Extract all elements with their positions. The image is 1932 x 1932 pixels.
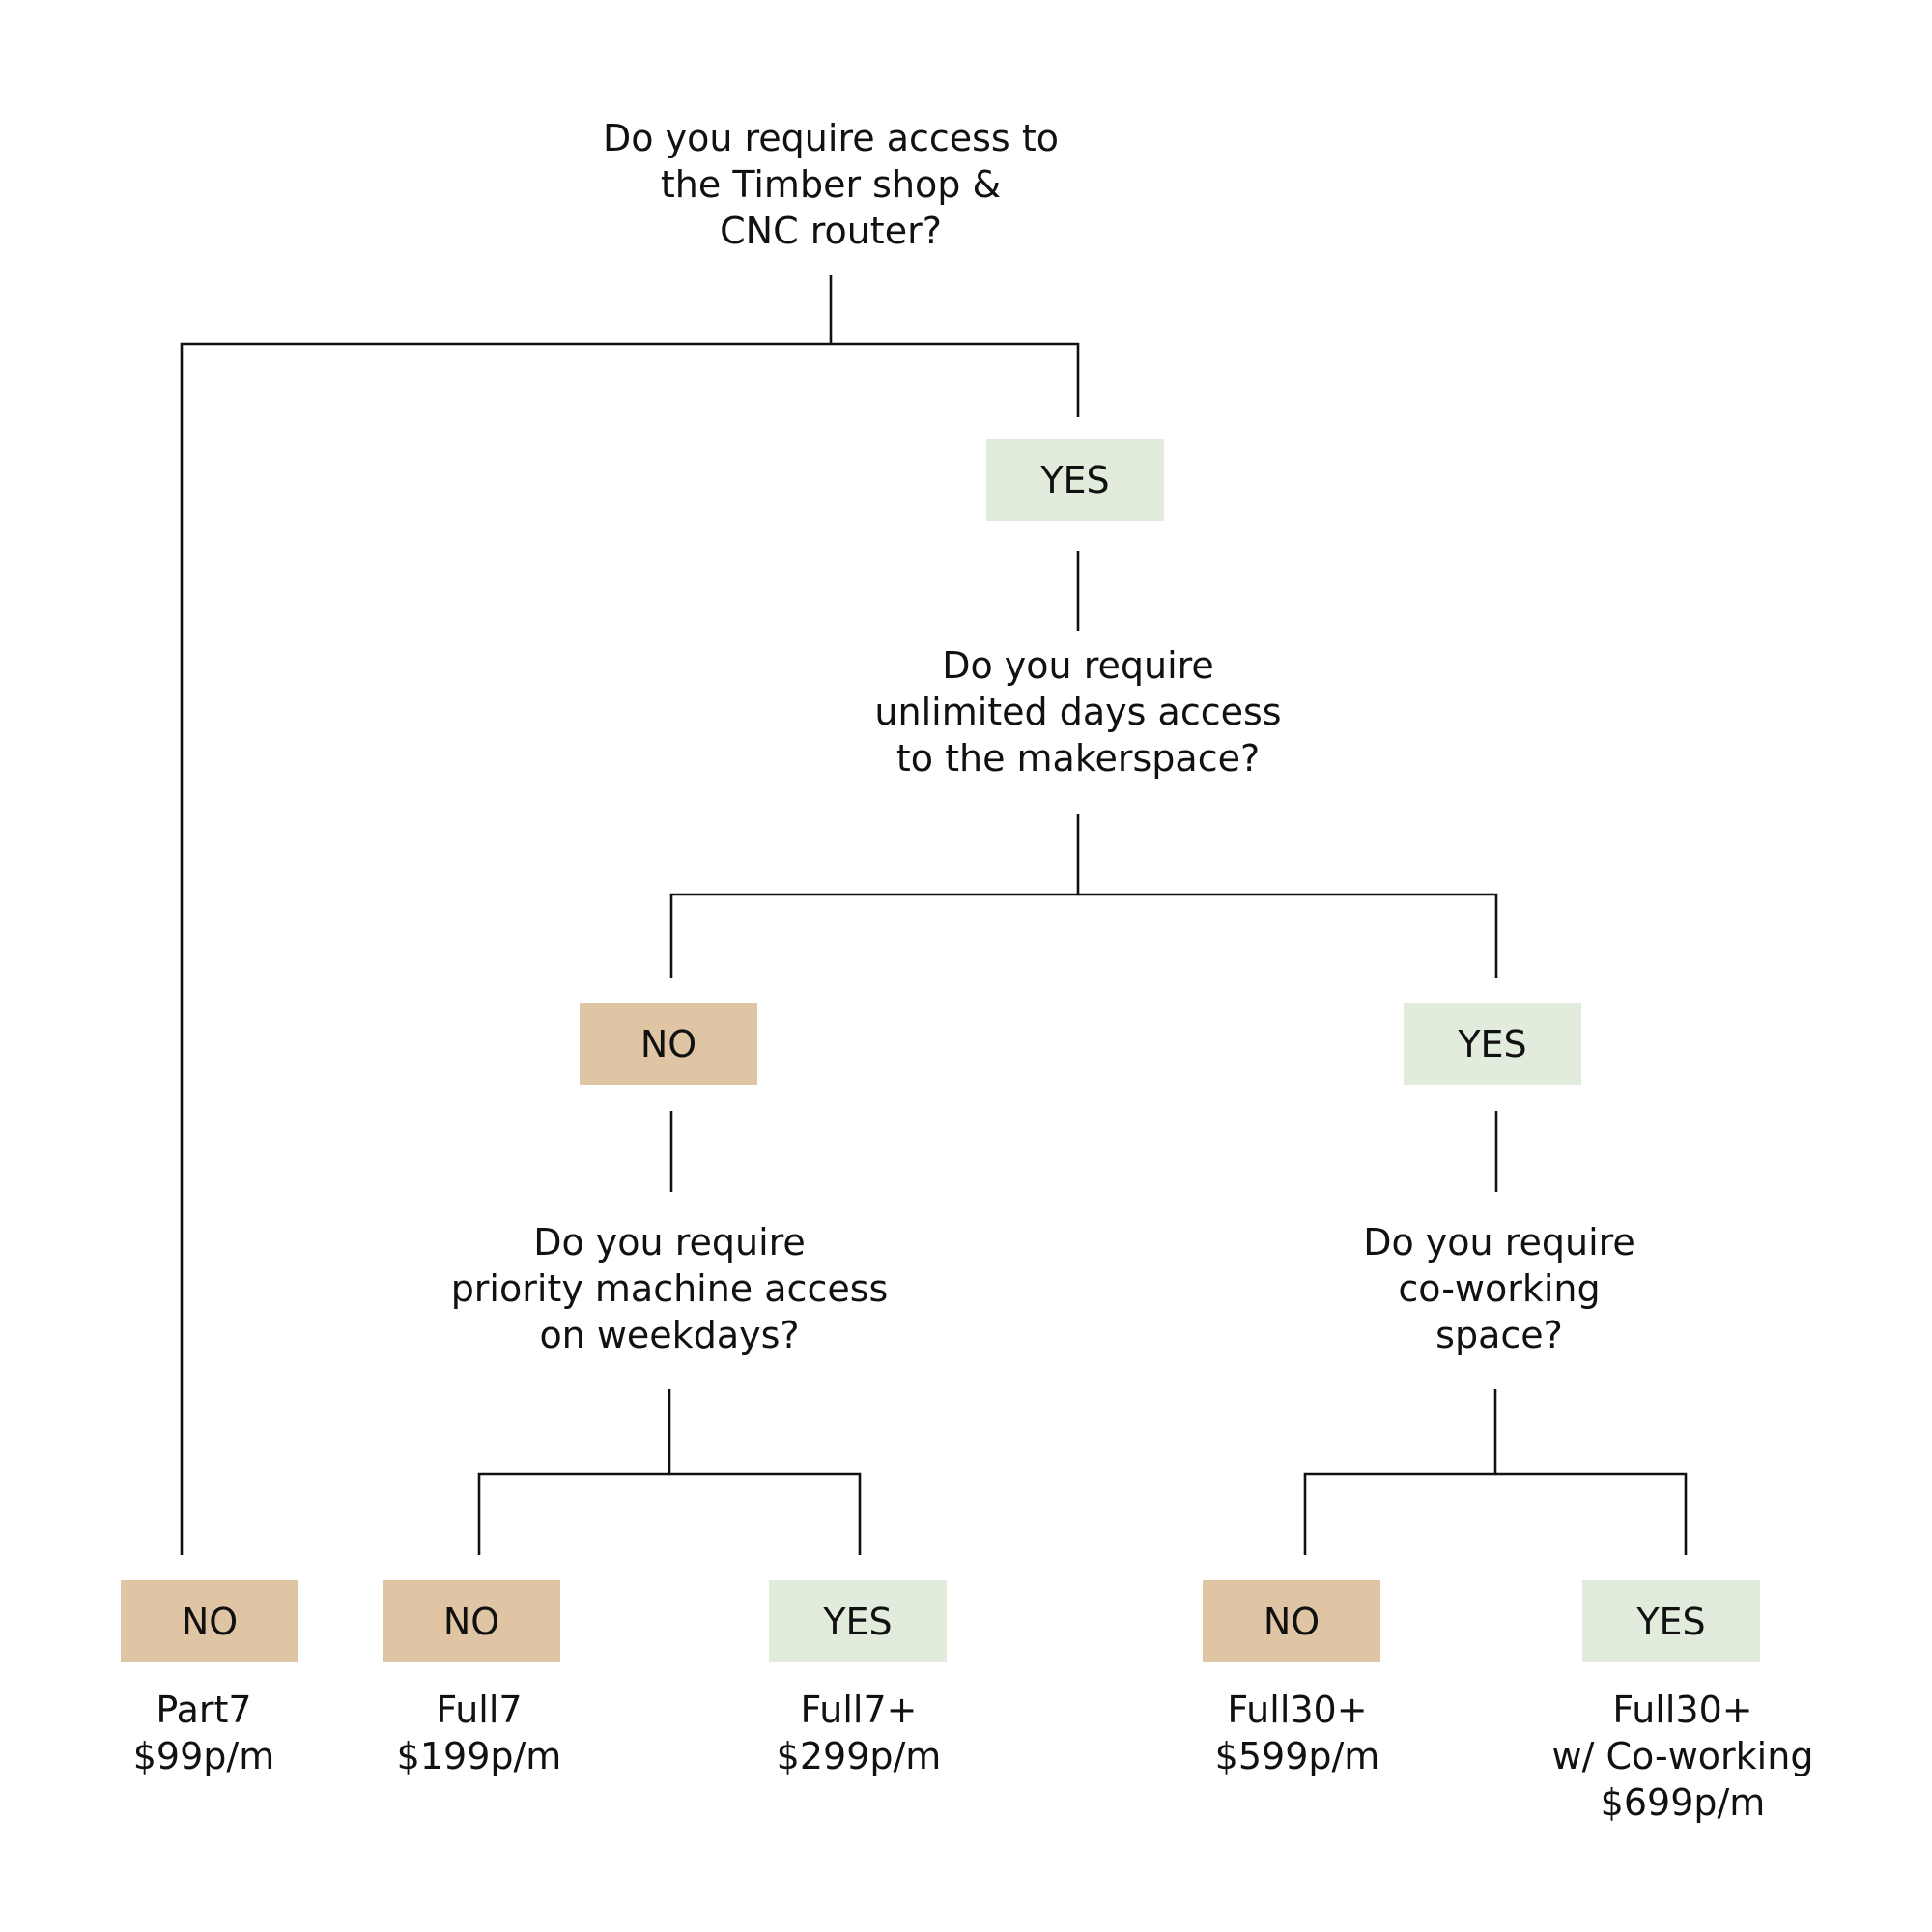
plan-name: Full30+ [1227, 1689, 1368, 1731]
answer-label: NO [639, 1022, 697, 1065]
question-line: CNC router? [720, 210, 942, 252]
connector-line [669, 1472, 862, 1555]
outcome-full7-plus: Full7+ $299p/m [777, 1687, 942, 1779]
answer-no-box: NO [580, 1003, 757, 1085]
answer-no-box: NO [383, 1580, 560, 1662]
answer-yes-box: YES [986, 439, 1164, 521]
plan-name: Part7 [156, 1689, 252, 1731]
plan-price: $599p/m [1214, 1735, 1380, 1777]
question-line: on weekdays? [539, 1314, 800, 1356]
answer-label: NO [1263, 1600, 1321, 1643]
question-line: unlimited days access [874, 691, 1282, 733]
connector-line [669, 814, 1080, 978]
outcome-full30-plus: Full30+ $599p/m [1215, 1687, 1380, 1779]
plan-price: $199p/m [396, 1735, 562, 1777]
question-line: Do you require [1363, 1221, 1635, 1264]
question-line: co-working [1398, 1267, 1601, 1310]
question-line: priority machine access [450, 1267, 889, 1310]
answer-label: NO [442, 1600, 500, 1643]
question-timber-shop-access: Do you require access to the Timber shop… [603, 115, 1059, 254]
question-co-working-space: Do you require co-working space? [1363, 1219, 1635, 1358]
question-line: space? [1435, 1314, 1563, 1356]
answer-label: YES [1040, 458, 1110, 501]
plan-price: $99p/m [132, 1735, 275, 1777]
answer-label: YES [1458, 1022, 1527, 1065]
answer-yes-box: YES [1582, 1580, 1760, 1662]
connector-line [180, 275, 833, 1555]
answer-yes-box: YES [1404, 1003, 1581, 1085]
answer-yes-box: YES [769, 1580, 947, 1662]
connector-line [1495, 1472, 1688, 1555]
answer-no-box: NO [121, 1580, 298, 1662]
plan-price: $299p/m [776, 1735, 942, 1777]
answer-label: NO [181, 1600, 239, 1643]
plan-detail: w/ Co-working [1551, 1735, 1814, 1777]
question-line: the Timber shop & [660, 163, 1002, 206]
connector-line [1078, 893, 1498, 978]
question-line: to the makerspace? [895, 737, 1261, 780]
answer-label: YES [823, 1600, 893, 1643]
outcome-full7: Full7 $199p/m [397, 1687, 562, 1779]
connector-line [477, 1389, 671, 1555]
outcome-part7: Part7 $99p/m [133, 1687, 274, 1779]
question-priority-machine-access: Do you require priority machine access o… [451, 1219, 889, 1358]
answer-no-box: NO [1203, 1580, 1380, 1662]
plan-name: Full7+ [800, 1689, 918, 1731]
connector-line [1303, 1389, 1497, 1555]
plan-name: Full30+ [1612, 1689, 1753, 1731]
plan-name: Full7 [436, 1689, 523, 1731]
question-line: Do you require access to [603, 117, 1059, 159]
connector-line [831, 342, 1080, 417]
question-line: Do you require [942, 644, 1214, 687]
answer-label: YES [1636, 1600, 1706, 1643]
question-unlimited-days: Do you require unlimited days access to … [874, 642, 1281, 781]
plan-price: $699p/m [1600, 1781, 1766, 1824]
question-line: Do you require [533, 1221, 806, 1264]
outcome-full30-plus-coworking: Full30+ w/ Co-working $699p/m [1552, 1687, 1814, 1826]
